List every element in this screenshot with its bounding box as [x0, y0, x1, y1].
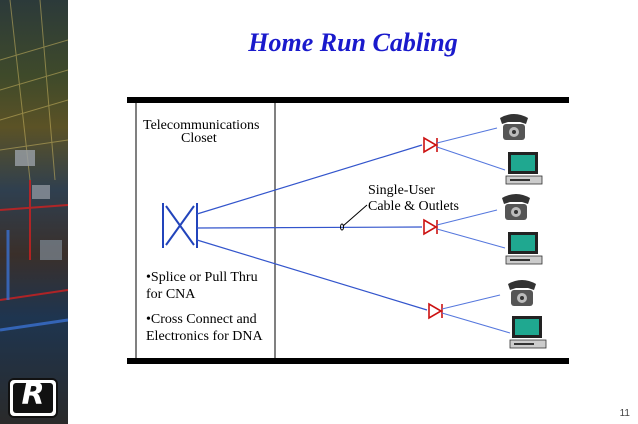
bullet-splice-line1: •Splice or Pull Thru	[146, 270, 258, 285]
closet-label-line1: Telecommunications	[143, 118, 260, 133]
cable-upper	[196, 144, 423, 215]
company-logo: R	[8, 378, 58, 418]
logo-letter: R	[21, 377, 45, 412]
cable-middle	[196, 226, 423, 229]
computer-icon	[505, 152, 543, 185]
bottom-border-bar	[127, 358, 569, 364]
bullet-cross-connect-line2: Electronics for DNA	[146, 329, 263, 344]
cable-lower	[196, 239, 428, 311]
home-run-cables	[196, 144, 428, 311]
sidebar-artwork	[0, 0, 68, 332]
closet-label-line2: Closet	[181, 131, 217, 146]
outlet-icon	[423, 218, 438, 236]
telephone-icon	[500, 114, 528, 140]
decorative-sidebar: R	[0, 0, 68, 424]
cable-label-line1: Single-User	[368, 183, 435, 198]
outlet-icon	[428, 302, 443, 320]
branch-cables	[436, 127, 511, 334]
computer-icon	[505, 232, 543, 265]
callout-marker	[340, 223, 344, 231]
computer-icon	[509, 316, 547, 349]
bullet-splice-line2: for CNA	[146, 287, 196, 302]
callout-pointer	[342, 204, 368, 227]
bullet-cross-connect-line1: •Cross Connect and	[146, 312, 257, 327]
slide-title: Home Run Cabling	[248, 28, 458, 57]
telephone-icon	[502, 194, 530, 220]
cable-label-line2: Cable & Outlets	[368, 199, 459, 214]
cross-connect-icon	[162, 203, 198, 248]
outlet-icon	[423, 136, 438, 154]
page-number: 11	[619, 408, 630, 419]
telephone-icon	[508, 280, 536, 306]
top-border-bar	[127, 97, 569, 103]
